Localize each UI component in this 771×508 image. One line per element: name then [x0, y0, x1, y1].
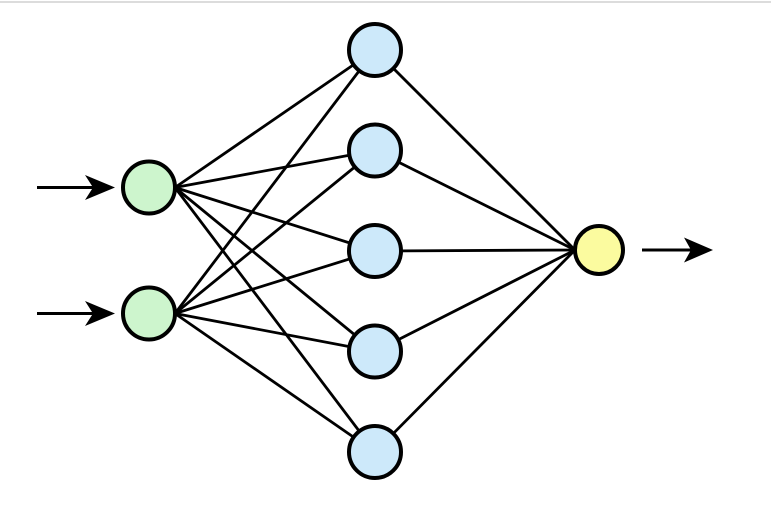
edge-h3-o1 — [374, 248, 576, 253]
hidden-node-h2 — [347, 122, 403, 179]
edge-i1-h2 — [174, 149, 376, 189]
hidden-node-h5 — [347, 424, 403, 480]
input-arrow-1-head-icon — [85, 175, 115, 200]
output-node-o1 — [573, 224, 625, 276]
edge-i2-h5 — [174, 312, 376, 454]
top-border-line — [0, 1, 771, 3]
hidden-node-h3 — [347, 223, 403, 279]
hidden-node-h4 — [347, 323, 403, 380]
input-arrow-1 — [37, 175, 115, 200]
output-arrow — [642, 237, 713, 263]
edge-i1-h3 — [174, 186, 376, 253]
hidden-node-h1 — [347, 22, 403, 78]
input-node-i1 — [121, 159, 177, 216]
edge-h4-o1 — [374, 248, 576, 353]
edge-i1-h5 — [173, 186, 377, 453]
output-arrow-head-icon — [684, 237, 713, 263]
edge-h1-o1 — [374, 49, 576, 251]
edge-h5-o1 — [374, 249, 576, 453]
input-arrow-2 — [37, 301, 115, 326]
edge-i2-h2 — [174, 149, 376, 315]
edge-i2-h3 — [174, 249, 376, 315]
edge-h2-o1 — [374, 149, 576, 252]
edge-i1-h1 — [174, 48, 376, 189]
input-node-i2 — [121, 285, 177, 342]
edge-i2-h4 — [174, 312, 376, 353]
edge-i2-h1 — [173, 49, 377, 315]
edge-i1-h4 — [174, 186, 376, 353]
input-arrow-2-head-icon — [85, 301, 115, 326]
